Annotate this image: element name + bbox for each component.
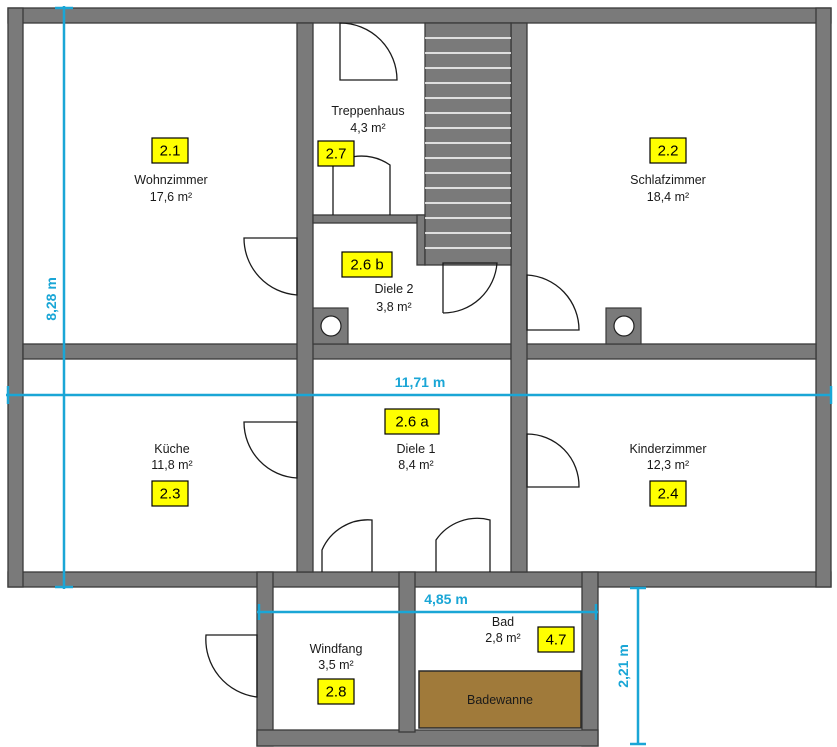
- room-badge: 2.4: [658, 486, 679, 503]
- wall-stair-landing: [312, 214, 426, 224]
- room-badge-box: [151, 480, 189, 507]
- wall-annex-divider: [398, 571, 416, 733]
- room-badge-box: [317, 678, 355, 705]
- dimension-label: 11,71 m: [395, 374, 446, 390]
- chimney-left: [312, 307, 349, 345]
- door-kinderzimmer: [526, 433, 580, 488]
- room-name: Schlafzimmer: [630, 173, 706, 187]
- room-badge-box: [151, 137, 189, 164]
- wall-annex-right: [581, 571, 599, 747]
- door-kueche: [243, 421, 298, 479]
- room-treppenhaus: Treppenhaus 4,3 m² 2.7: [317, 104, 405, 167]
- wall-inner-right: [510, 22, 528, 573]
- room-name: Windfang: [310, 642, 363, 656]
- room-name: Treppenhaus: [331, 104, 404, 118]
- room-badge-box: [341, 251, 393, 278]
- wall-top: [7, 7, 832, 24]
- room-badge: 2.2: [658, 143, 679, 160]
- dimension-annex-width: 4,85 m: [257, 591, 598, 620]
- stair-block: [424, 22, 512, 266]
- room-diele2: 2.6 b Diele 2 3,8 m²: [341, 251, 414, 314]
- dimension-label: 8,28 m: [43, 277, 59, 321]
- room-area: 3,8 m²: [376, 300, 411, 314]
- room-name: Bad: [492, 615, 514, 629]
- room-area: 12,3 m²: [647, 458, 689, 472]
- dimension-total-width: 11,71 m: [6, 374, 833, 404]
- room-name: Küche: [154, 442, 189, 456]
- room-badge: 2.6 a: [395, 414, 429, 431]
- room-name: Kinderzimmer: [629, 442, 706, 456]
- room-badge-box: [649, 137, 687, 164]
- room-area: 11,8 m²: [151, 458, 192, 472]
- dimension-label: 4,85 m: [424, 591, 468, 607]
- room-windfang: Windfang 3,5 m² 2.8: [310, 642, 363, 705]
- wall-left: [7, 7, 24, 588]
- room-area: 8,4 m²: [398, 458, 433, 472]
- room-badge: 2.1: [160, 143, 181, 160]
- room-badge-box: [317, 140, 355, 167]
- room-diele1: 2.6 a Diele 1 8,4 m²: [384, 408, 440, 472]
- dimension-label: 2,21 m: [615, 644, 631, 688]
- wall-right: [815, 7, 832, 588]
- walls: [7, 7, 832, 747]
- door-diele2: [442, 262, 498, 314]
- bathtub-label: Badewanne: [467, 693, 533, 707]
- room-wohnzimmer: 2.1 Wohnzimmer 17,6 m²: [134, 137, 208, 204]
- wall-stair-side: [416, 214, 426, 266]
- door-wohnzimmer: [243, 237, 298, 296]
- dimension-annex-depth: 2,21 m: [615, 586, 646, 746]
- room-kueche: Küche 11,8 m² 2.3: [151, 442, 193, 507]
- wall-inner-left: [296, 22, 314, 573]
- room-kinderzimmer: Kinderzimmer 12,3 m² 2.4: [629, 442, 707, 507]
- room-area: 3,5 m²: [318, 658, 353, 672]
- room-badge-box: [384, 408, 440, 435]
- room-badge: 2.3: [160, 486, 181, 503]
- room-area: 17,6 m²: [150, 190, 192, 204]
- bathtub: Badewanne: [418, 670, 582, 729]
- room-badge: 2.8: [326, 684, 347, 701]
- wall-bottom: [7, 571, 832, 588]
- door-treppenhaus-top: [339, 22, 398, 81]
- dimension-total-depth: 8,28 m: [43, 6, 73, 589]
- door-diele1-right: [435, 517, 491, 572]
- door-schlafzimmer: [526, 274, 580, 331]
- room-name: Wohnzimmer: [134, 173, 207, 187]
- chimney-right: [605, 307, 642, 345]
- staircase: [424, 22, 512, 266]
- room-badge: 2.7: [326, 146, 347, 163]
- room-area: 4,3 m²: [350, 121, 385, 135]
- door-diele1-left: [321, 519, 373, 572]
- room-badge-box: [649, 480, 687, 507]
- room-badge: 2.6 b: [350, 257, 383, 274]
- room-bad: Bad 2,8 m² 4.7: [485, 615, 575, 653]
- wall-annex-bottom: [256, 729, 599, 747]
- room-area: 18,4 m²: [647, 190, 689, 204]
- room-schlafzimmer: 2.2 Schlafzimmer 18,4 m²: [630, 137, 706, 204]
- wall-middle: [22, 343, 817, 360]
- door-windfang: [205, 634, 258, 698]
- bathtub-rect: [418, 670, 582, 729]
- room-name: Diele 2: [375, 282, 414, 296]
- room-area: 2,8 m²: [485, 631, 520, 645]
- room-badge: 4.7: [546, 632, 567, 649]
- room-name: Diele 1: [397, 442, 436, 456]
- wall-annex-left: [256, 571, 274, 747]
- room-badge-box: [537, 626, 575, 653]
